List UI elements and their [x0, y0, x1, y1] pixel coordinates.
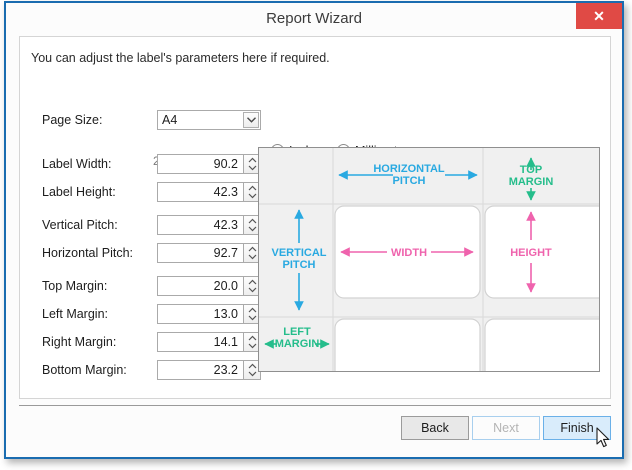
annotation-vertical-pitch-line2: PITCH	[283, 259, 316, 271]
annotation-height: HEIGHT	[510, 211, 552, 293]
annotation-width: WIDTH	[340, 247, 474, 259]
annotation-top-margin-line2: MARGIN	[509, 176, 554, 188]
vertical-pitch-input[interactable]: 42.3	[157, 215, 244, 235]
page-size-label: Page Size:	[42, 113, 103, 127]
back-button[interactable]: Back	[401, 416, 469, 440]
annotation-left-margin-line2: MARGIN	[275, 338, 320, 350]
bottom-margin-input[interactable]: 23.2	[157, 360, 244, 380]
annotation-vertical-pitch-line1: VERTICAL	[272, 247, 327, 259]
label-width-stepper[interactable]: 90.2	[157, 154, 261, 174]
annotation-vertical-pitch: VERTICAL PITCH	[272, 209, 327, 311]
right-margin-stepper[interactable]: 14.1	[157, 332, 261, 352]
vertical-pitch-label: Vertical Pitch:	[42, 218, 118, 232]
annotation-horizontal-pitch-line1: HORIZONTAL	[373, 163, 445, 175]
top-margin-stepper[interactable]: 20.0	[157, 276, 261, 296]
top-margin-spinner-icon[interactable]	[244, 276, 261, 296]
label-height-input[interactable]: 42.3	[157, 182, 244, 202]
top-margin-label: Top Margin:	[42, 279, 108, 293]
horizontal-pitch-label: Horizontal Pitch:	[42, 246, 134, 260]
footer-separator	[19, 405, 611, 406]
label-width-label: Label Width:	[42, 157, 112, 171]
intro-text: You can adjust the label's parameters he…	[31, 51, 330, 65]
annotation-horizontal-pitch-line2: PITCH	[393, 175, 426, 187]
chevron-down-icon[interactable]	[243, 112, 259, 128]
page-size-select[interactable]: A4	[157, 110, 261, 130]
window-title: Report Wizard	[266, 10, 362, 27]
annotation-top-margin: TOP MARGIN	[509, 157, 554, 201]
window-titlebar: Report Wizard ✕	[6, 3, 622, 35]
right-margin-input[interactable]: 14.1	[157, 332, 244, 352]
label-height-stepper[interactable]: 42.3	[157, 182, 261, 202]
label-layout-svg: HORIZONTAL PITCH VERTICAL PITCH WIDTH	[259, 148, 599, 371]
annotation-left-margin-line1: LEFT	[283, 326, 311, 338]
finish-button[interactable]: Finish	[543, 416, 611, 440]
label-height-label: Label Height:	[42, 185, 116, 199]
report-wizard-window: Report Wizard ✕ You can adjust the label…	[4, 1, 624, 459]
annotation-top-margin-line1: TOP	[520, 164, 542, 176]
left-margin-input[interactable]: 13.0	[157, 304, 244, 324]
next-button: Next	[472, 416, 540, 440]
annotation-left-margin: LEFT MARGIN	[264, 326, 330, 350]
annotation-horizontal-pitch: HORIZONTAL PITCH	[338, 163, 478, 187]
label-layout-diagram: HORIZONTAL PITCH VERTICAL PITCH WIDTH	[258, 147, 600, 372]
annotation-width-label: WIDTH	[391, 247, 427, 259]
content-panel: You can adjust the label's parameters he…	[19, 36, 611, 399]
label-width-input[interactable]: 90.2	[157, 154, 244, 174]
annotation-height-label: HEIGHT	[510, 247, 552, 259]
close-icon: ✕	[593, 8, 605, 24]
left-margin-stepper[interactable]: 13.0	[157, 304, 261, 324]
vertical-pitch-stepper[interactable]: 42.3	[157, 215, 261, 235]
close-button[interactable]: ✕	[576, 3, 622, 29]
top-margin-input[interactable]: 20.0	[157, 276, 244, 296]
right-margin-label: Right Margin:	[42, 335, 117, 349]
page-size-value[interactable]: A4	[157, 110, 261, 130]
bottom-margin-label: Bottom Margin:	[42, 363, 127, 377]
label-width-spinner-icon[interactable]	[244, 154, 261, 174]
horizontal-pitch-stepper[interactable]: 92.7	[157, 243, 261, 263]
horizontal-pitch-input[interactable]: 92.7	[157, 243, 244, 263]
left-margin-label: Left Margin:	[42, 307, 109, 321]
bottom-margin-stepper[interactable]: 23.2	[157, 360, 261, 380]
